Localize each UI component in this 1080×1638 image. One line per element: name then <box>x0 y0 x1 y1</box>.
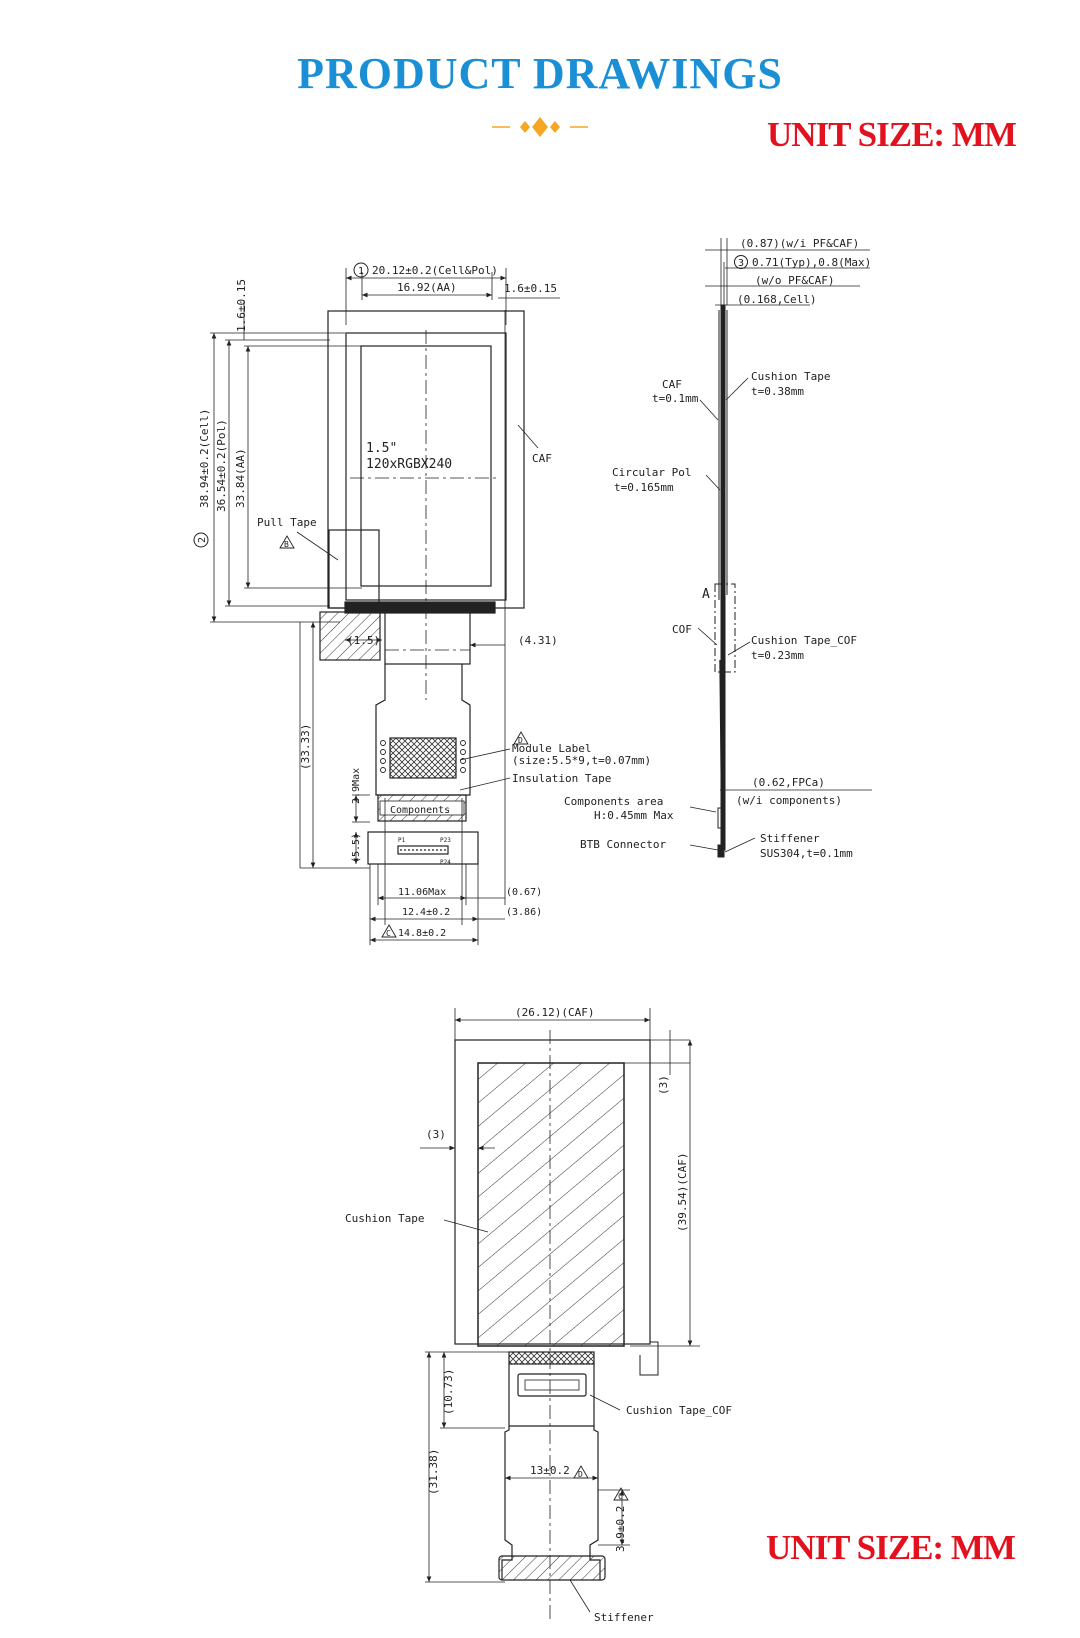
dim-fpca-components: (w/i components) <box>736 794 842 807</box>
module-label <box>389 737 457 779</box>
cushion-tape-area <box>477 1062 625 1347</box>
dim-386: (3.86) <box>506 907 542 918</box>
dim-height-pol: 36.54±0.2(Pol) <box>215 419 228 512</box>
note-marker-1: 1 <box>358 266 364 277</box>
dim-10-73: (10.73) <box>442 1369 455 1415</box>
label-caf-side: CAF <box>662 378 682 391</box>
display-resolution: 120xRGBX240 <box>366 457 452 472</box>
cushion-tape-cof <box>517 1373 587 1397</box>
dim-width-cell: 20.12±0.2(Cell&Pol) <box>372 264 498 277</box>
label-cushion-tape-cof-back: Cushion Tape_COF <box>626 1404 732 1417</box>
label-stiffener-side: Stiffener <box>760 832 820 845</box>
stiffener-back <box>498 1555 606 1581</box>
unit-size-label-bottom: UNIT SIZE: MM <box>766 1528 1016 1567</box>
fpc-upper <box>384 611 471 665</box>
label-btb-connector: BTB Connector <box>580 838 666 851</box>
label-insulation-tape: Insulation Tape <box>512 772 611 785</box>
dim-width-max: 11.06Max <box>398 887 446 898</box>
dim-fpc-right: (4.31) <box>518 634 558 647</box>
btb-side <box>717 844 725 858</box>
note-marker-3: 3 <box>738 258 744 269</box>
dim-total-width: 14.8±0.2 <box>398 928 446 939</box>
unit-size-label-top: UNIT SIZE: MM <box>767 115 1017 154</box>
dim-caf-width: (26.12)(CAF) <box>515 1006 594 1019</box>
dim-thickness-typ: 0.71(Typ),0.8(Max) <box>752 256 871 269</box>
pull-tape <box>328 529 380 609</box>
caf-thickness: t=0.1mm <box>652 392 699 405</box>
dim-width-aa: 16.92(AA) <box>397 281 457 294</box>
dim-31-38: (31.38) <box>427 1449 440 1495</box>
note-marker-2: 2 <box>197 537 208 543</box>
dim-without-caf: (w/o PF&CAF) <box>755 274 834 287</box>
side-view-labels: (0.87)(w/i PF&CAF) 3 0.71(Typ),0.8(Max) … <box>564 237 871 860</box>
dim-13: 13±0.2 <box>530 1464 570 1477</box>
note-marker-b: B <box>284 540 289 549</box>
section-a-label: A <box>702 587 710 602</box>
cushion-thickness: t=0.38mm <box>751 385 804 398</box>
dim-left-offset: (3) <box>426 1128 446 1141</box>
display-size: 1.5" <box>366 441 397 456</box>
back-view <box>420 1008 700 1620</box>
label-module-label: Module Label <box>512 742 591 755</box>
label-caf: CAF <box>532 452 552 465</box>
dim-fpc-length: (33.33) <box>299 724 312 770</box>
label-cushion-tape: Cushion Tape <box>751 370 830 383</box>
label-module-size: (size:5.5*9,t=0.07mm) <box>512 754 651 767</box>
dim-offset-top: 1.6±0.15 <box>235 279 248 332</box>
title-ornament <box>492 117 588 137</box>
pin-p23: P23 <box>440 837 451 844</box>
label-cof: COF <box>672 623 692 636</box>
note-marker-c-back: C <box>618 1492 623 1501</box>
section-a-box <box>714 583 736 673</box>
dim-top-offset: (3) <box>657 1075 670 1095</box>
note-marker-c: C <box>386 929 391 938</box>
dim-fpca: (0.62,FPCa) <box>752 776 825 789</box>
front-view-labels: 1 20.12±0.2(Cell&Pol) 16.92(AA) 1.6±0.15… <box>193 262 651 939</box>
page-title: PRODUCT DRAWINGS <box>297 49 783 98</box>
pol-thickness: t=0.165mm <box>614 481 674 494</box>
dim-components-height: 2.9Max <box>351 768 362 804</box>
dim-fpc-offset: (1.5) <box>347 634 380 647</box>
front-view <box>210 268 560 945</box>
note-marker-d-back: D <box>578 1470 583 1479</box>
dim-offset-right: 1.6±0.15 <box>504 282 557 295</box>
dim-caf-total: (0.87)(w/i PF&CAF) <box>740 237 859 250</box>
dim-caf-height: (39.54)(CAF) <box>676 1153 689 1232</box>
btb-connector <box>397 845 449 855</box>
label-pull-tape: Pull Tape <box>257 516 317 529</box>
back-view-labels: (26.12)(CAF) (3) (3) (39.54)(CAF) Cushio… <box>345 1006 732 1624</box>
dim-067: (0.67) <box>506 887 542 898</box>
dim-3-9: 3.9±0.2 <box>614 1506 627 1552</box>
label-cushion-tape-cof: Cushion Tape_COF <box>751 634 857 647</box>
components-height: H:0.45mm Max <box>594 809 674 822</box>
label-components: Components <box>390 805 450 816</box>
side-view <box>689 238 872 858</box>
cushion-cof-thickness: t=0.23mm <box>751 649 804 662</box>
dim-height-cell: 38.94±0.2(Cell) <box>198 409 211 508</box>
note-marker-d: D <box>518 736 523 745</box>
dim-cell-thickness: (0.168,Cell) <box>737 293 816 306</box>
fpc-tab-left <box>319 611 381 661</box>
pin-p24: P24 <box>440 859 451 866</box>
connector-stiffener <box>367 831 479 865</box>
pin-p1: P1 <box>398 837 406 844</box>
label-stiffener-back: Stiffener <box>594 1611 654 1624</box>
dim-connector: (5.5) <box>351 833 362 863</box>
label-cushion-tape-back: Cushion Tape <box>345 1212 424 1225</box>
stiffener-spec: SUS304,t=0.1mm <box>760 847 853 860</box>
dim-height-aa: 33.84(AA) <box>234 448 247 508</box>
dim-fpc-width: 12.4±0.2 <box>402 907 450 918</box>
cof-bond-back <box>508 1351 595 1365</box>
label-circular-pol: Circular Pol <box>612 466 691 479</box>
label-components-area: Components area <box>564 795 663 808</box>
components-side <box>717 807 726 829</box>
